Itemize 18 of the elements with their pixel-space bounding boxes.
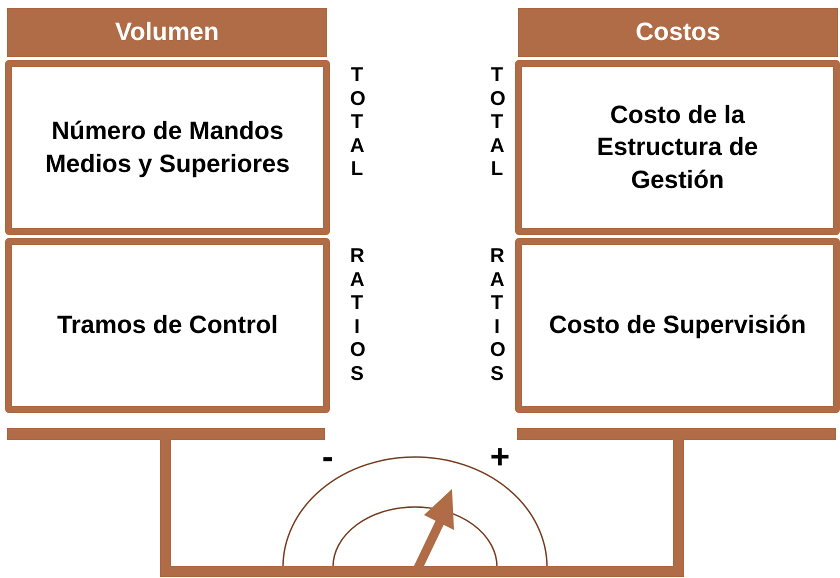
process-box bbox=[515, 238, 840, 413]
vertical-label: RATIOS bbox=[350, 245, 364, 387]
node-text: Número de Mandos Medios y Superiores bbox=[44, 116, 291, 180]
node-text: Tramos de Control bbox=[56, 310, 279, 342]
header-band bbox=[518, 8, 838, 57]
node-text: Costo de Supervisión bbox=[548, 310, 807, 342]
vertical-label: TOTAL bbox=[490, 64, 504, 182]
node-text: Costo de la Estructura de Gestión bbox=[596, 100, 760, 196]
vertical-label: TOTAL bbox=[350, 64, 364, 182]
process-box bbox=[5, 60, 330, 235]
process-box bbox=[515, 60, 840, 235]
process-box bbox=[5, 238, 330, 413]
header-band bbox=[7, 8, 327, 57]
node-text: Costos bbox=[636, 18, 720, 47]
sign-label: + bbox=[490, 440, 510, 474]
sign-label: - bbox=[322, 440, 334, 474]
vertical-label: RATIOS bbox=[490, 245, 504, 387]
node-text: Volumen bbox=[115, 18, 219, 47]
